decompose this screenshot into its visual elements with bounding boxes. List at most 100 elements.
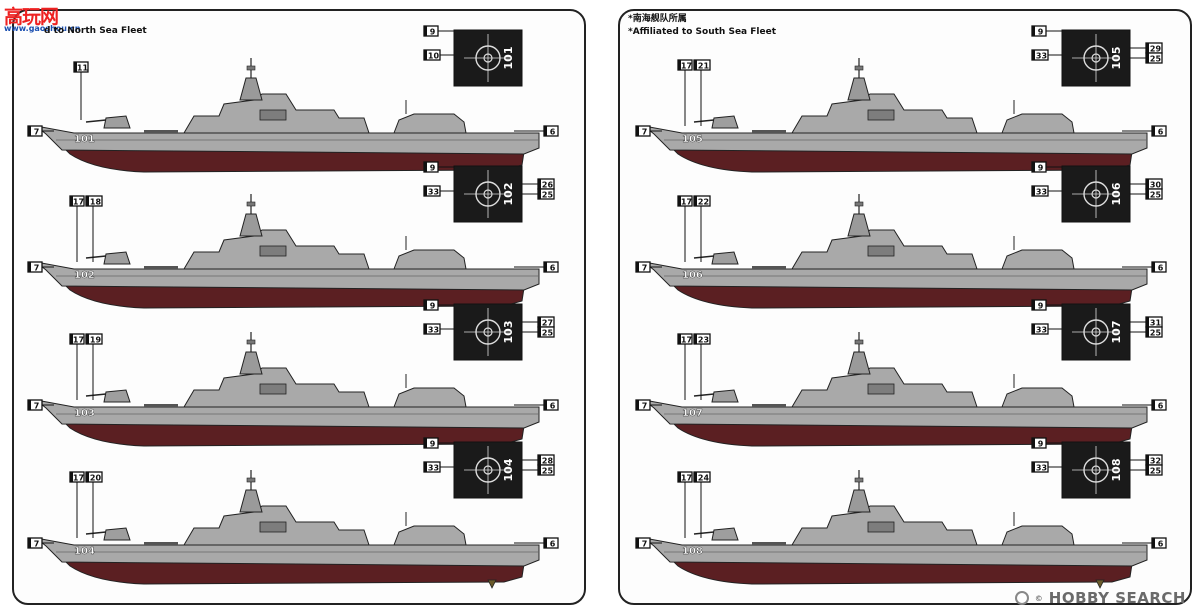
ship-radar-panel bbox=[259, 109, 287, 121]
svg-text:6: 6 bbox=[550, 127, 556, 136]
callout-stern: 6 bbox=[1151, 261, 1167, 273]
callout-stern: 6 bbox=[1151, 399, 1167, 411]
svg-text:9: 9 bbox=[1038, 27, 1044, 36]
callout-stern: 6 bbox=[543, 125, 559, 137]
side-label-2: 25 bbox=[1145, 326, 1163, 338]
callout-top-2: 24 bbox=[693, 471, 711, 483]
svg-text:30: 30 bbox=[1150, 180, 1162, 189]
callout-top-1: 17 bbox=[677, 59, 693, 71]
callout-stern: 6 bbox=[543, 261, 559, 273]
side-label-2: 25 bbox=[537, 464, 555, 476]
ship-hull-number: 108 bbox=[682, 546, 703, 557]
ship-main-gun bbox=[711, 115, 739, 129]
ship-aft-structure bbox=[1001, 525, 1075, 546]
ship-deck-number: 102 bbox=[502, 183, 515, 206]
callout-top-1: 17 bbox=[69, 333, 85, 345]
callout-top-1: 17 bbox=[677, 333, 693, 345]
svg-text:18: 18 bbox=[90, 197, 102, 206]
ship-main-gun bbox=[711, 389, 739, 403]
ship-hull-number: 107 bbox=[682, 408, 703, 419]
flag-label-1: 9 bbox=[1031, 161, 1047, 173]
ship-mast bbox=[847, 489, 871, 513]
ship-mast bbox=[847, 77, 871, 101]
svg-text:25: 25 bbox=[542, 328, 554, 337]
callout-stern: 6 bbox=[543, 537, 559, 549]
logo-url: www.gaoshou.cn bbox=[4, 24, 81, 33]
svg-text:33: 33 bbox=[428, 187, 439, 196]
svg-text:17: 17 bbox=[681, 335, 692, 344]
side-label-2: 25 bbox=[537, 188, 555, 200]
svg-text:7: 7 bbox=[642, 539, 648, 548]
svg-text:10: 10 bbox=[428, 51, 440, 60]
svg-text:6: 6 bbox=[550, 263, 556, 272]
svg-text:20: 20 bbox=[90, 473, 102, 482]
svg-text:32: 32 bbox=[1150, 456, 1161, 465]
ship-main-gun bbox=[103, 389, 131, 403]
ship-radar-panel bbox=[867, 245, 895, 257]
watermark: © HOBBY SEARCH bbox=[1014, 589, 1186, 607]
ship-deck-number: 106 bbox=[1110, 182, 1123, 205]
callout-top-2: 20 bbox=[85, 471, 103, 483]
ship-mast bbox=[847, 351, 871, 375]
svg-text:33: 33 bbox=[1036, 325, 1047, 334]
callout-top-2: 18 bbox=[85, 195, 103, 207]
callout-top-2: 21 bbox=[693, 59, 711, 71]
flag-label-1: 9 bbox=[1031, 299, 1047, 311]
side-label-2: 25 bbox=[537, 326, 555, 338]
side-label-1: 27 bbox=[537, 316, 555, 328]
svg-text:25: 25 bbox=[542, 466, 554, 475]
svg-text:33: 33 bbox=[1036, 463, 1047, 472]
watermark-copyright: © bbox=[1034, 593, 1043, 603]
svg-text:17: 17 bbox=[681, 61, 692, 70]
svg-text:17: 17 bbox=[73, 335, 84, 344]
svg-text:9: 9 bbox=[1038, 163, 1044, 172]
callout-bow: 7 bbox=[635, 261, 651, 273]
callout-bow: 7 bbox=[635, 399, 651, 411]
svg-text:21: 21 bbox=[698, 61, 710, 70]
right-caption-en: *Affiliated to South Sea Fleet bbox=[628, 27, 777, 37]
ship-aft-structure bbox=[393, 387, 467, 408]
svg-text:6: 6 bbox=[1158, 263, 1164, 272]
side-label-2: 25 bbox=[1145, 52, 1163, 64]
svg-text:17: 17 bbox=[681, 473, 692, 482]
svg-text:25: 25 bbox=[1150, 190, 1162, 199]
flag-label-2: 33 bbox=[1031, 323, 1049, 335]
svg-text:6: 6 bbox=[550, 539, 556, 548]
ship-deck-number: 108 bbox=[1110, 459, 1123, 482]
svg-text:33: 33 bbox=[1036, 187, 1047, 196]
callout-stern: 6 bbox=[1151, 537, 1167, 549]
callout-stern: 6 bbox=[1151, 125, 1167, 137]
ship-aft-structure bbox=[393, 249, 467, 270]
callout-top-1: 17 bbox=[69, 471, 85, 483]
ship-mast bbox=[847, 213, 871, 237]
svg-text:9: 9 bbox=[430, 301, 436, 310]
svg-text:9: 9 bbox=[430, 163, 436, 172]
svg-text:25: 25 bbox=[1150, 466, 1162, 475]
svg-text:7: 7 bbox=[642, 263, 648, 272]
flag-label-1: 9 bbox=[423, 161, 439, 173]
ship-mast bbox=[239, 489, 263, 513]
svg-text:27: 27 bbox=[542, 318, 553, 327]
svg-text:9: 9 bbox=[430, 27, 436, 36]
hobbysearch-logo-icon bbox=[1014, 591, 1029, 605]
callout-bow: 7 bbox=[27, 537, 43, 549]
callout-bow: 7 bbox=[635, 125, 651, 137]
svg-text:7: 7 bbox=[34, 127, 40, 136]
ship-hull-number: 103 bbox=[74, 408, 95, 419]
side-label-1: 26 bbox=[537, 178, 555, 190]
side-label-1: 30 bbox=[1145, 178, 1163, 190]
ship-main-gun bbox=[711, 527, 739, 541]
callout-top-2: 19 bbox=[85, 333, 103, 345]
flag-label-2: 33 bbox=[1031, 49, 1049, 61]
svg-text:7: 7 bbox=[34, 539, 40, 548]
callout-bow: 7 bbox=[27, 261, 43, 273]
svg-text:25: 25 bbox=[1150, 54, 1162, 63]
ship-aft-structure bbox=[1001, 113, 1075, 134]
callout-stern: 6 bbox=[543, 399, 559, 411]
svg-text:19: 19 bbox=[90, 335, 102, 344]
ship-hull-number: 106 bbox=[682, 270, 703, 281]
callout-top-2: 22 bbox=[693, 195, 711, 207]
